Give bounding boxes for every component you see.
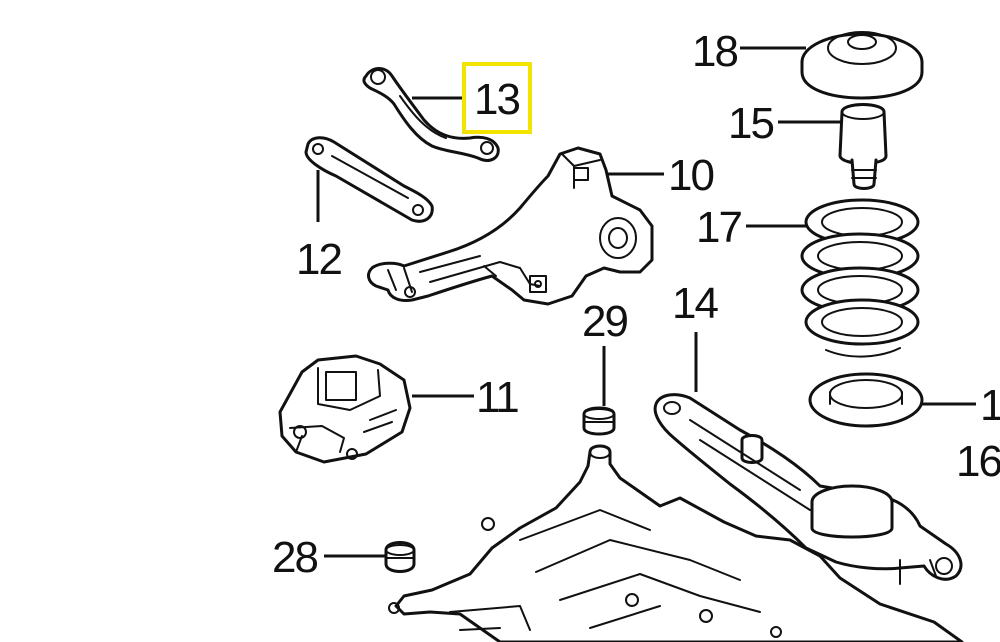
part-16-spring-seat[interactable] [808, 372, 924, 428]
part-18-top-mount[interactable] [800, 31, 924, 100]
part-10-knuckle[interactable] [367, 146, 654, 306]
callout-16[interactable]: 16 [956, 437, 1000, 486]
part-15-bump-stop[interactable] [838, 103, 888, 190]
callout-16-cut[interactable]: 1 [980, 381, 1000, 430]
callout-28[interactable]: 28 [272, 533, 319, 582]
callout-11[interactable]: 11 [476, 373, 520, 422]
highlight-box-13 [462, 62, 532, 134]
callout-10[interactable]: 10 [668, 151, 715, 200]
part-17-coil-spring[interactable] [800, 198, 920, 358]
subframe[interactable] [388, 444, 964, 642]
part-28-bushing[interactable] [384, 541, 416, 573]
part-11-diff-mount[interactable] [278, 354, 412, 464]
callouts: 18 13 15 10 17 12 14 29 11 1 16 28 [272, 27, 1000, 582]
callout-15[interactable]: 15 [728, 99, 775, 148]
part-29-bushing[interactable] [582, 406, 616, 436]
part-13-upper-arm[interactable] [362, 67, 500, 162]
leader-lines [316, 46, 976, 558]
callout-12[interactable]: 12 [296, 235, 343, 284]
part-12-lateral-link[interactable] [304, 136, 434, 223]
callout-29[interactable]: 29 [582, 297, 629, 346]
part-14-lower-arm[interactable] [653, 393, 963, 585]
callout-13[interactable]: 13 [474, 75, 521, 124]
callout-18[interactable]: 18 [692, 27, 739, 76]
callout-14[interactable]: 14 [672, 279, 720, 328]
callout-17[interactable]: 17 [696, 203, 743, 252]
